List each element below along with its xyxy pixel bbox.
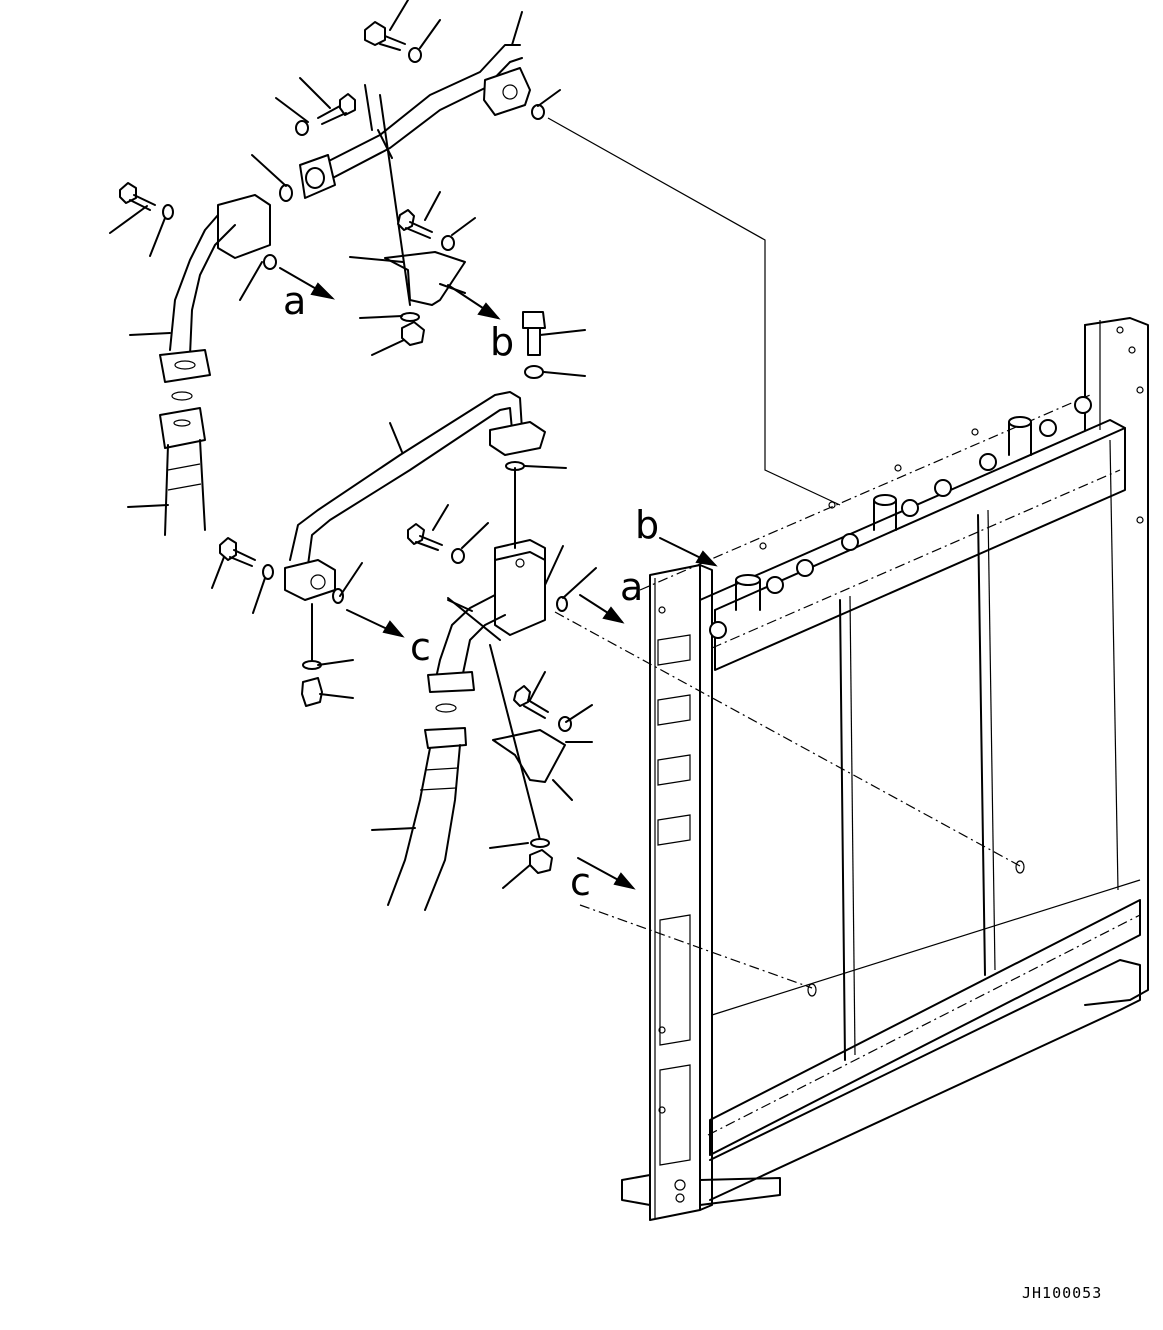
radiator-frame [621, 317, 1149, 1221]
callout-b-right: b [635, 503, 659, 547]
junction-block [311, 467, 546, 693]
callout-b-upper: b [490, 320, 514, 364]
upper-tube [299, 44, 531, 199]
callout-a-upper: a [283, 279, 306, 323]
callout-leaders [109, 0, 597, 889]
upper-bolts [279, 21, 545, 202]
left-elbow-tube [119, 182, 277, 383]
upper-bracket [379, 94, 466, 346]
callout-c-lower: c [570, 860, 591, 904]
bolt-b [522, 311, 546, 379]
drawing-code: JH100053 [1022, 1284, 1102, 1302]
callout-a-right: a [620, 565, 643, 609]
lower-hose [387, 703, 467, 911]
lower-bolts [219, 523, 568, 707]
lower-bracket [489, 644, 572, 874]
upper-hose [159, 391, 206, 536]
radiator-caps [709, 396, 1092, 639]
direction-arrows [279, 267, 718, 890]
reference-lines [547, 117, 1025, 997]
callout-c-middle: c [410, 625, 431, 669]
lower-tube [284, 391, 546, 601]
